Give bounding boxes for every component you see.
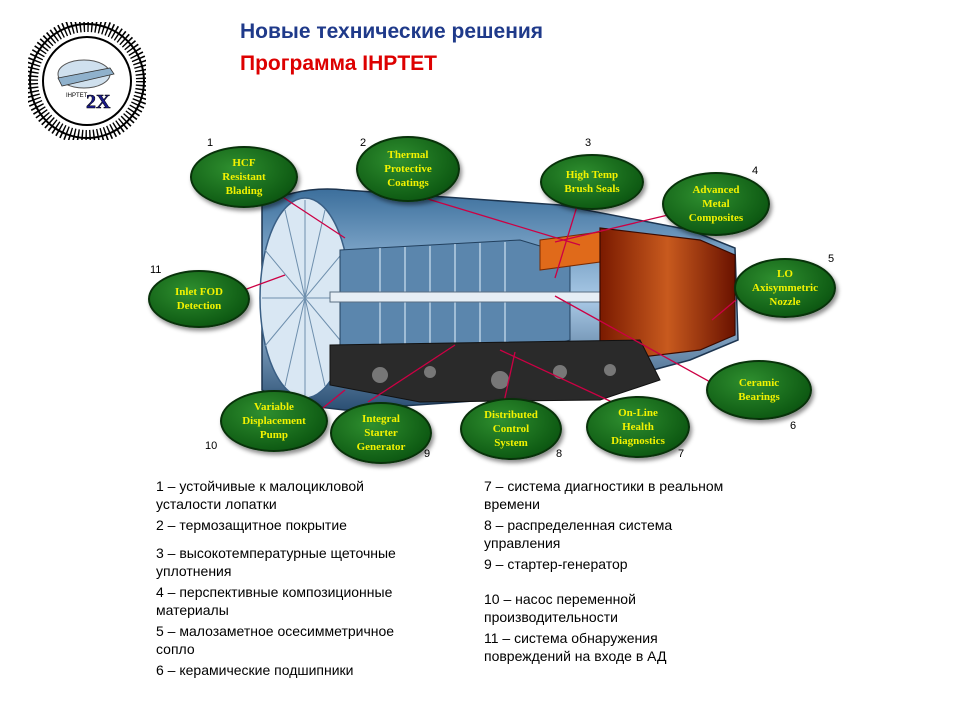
callout-number-6: 6 <box>790 420 797 432</box>
legend-item-10: 10 – насос переменной производительности <box>484 591 636 625</box>
legend-item-9: 9 – стартер-генератор <box>484 556 628 572</box>
legend-item-1: 1 – устойчивые к малоцикловой усталости … <box>156 478 365 512</box>
callout-number-7: 7 <box>678 448 685 460</box>
callout-number-5: 5 <box>828 253 835 265</box>
callout-number-10: 10 <box>205 440 218 452</box>
legend-item-5: 5 – малозаметное осесимметричное сопло <box>156 623 395 657</box>
legend-item-8: 8 – распределенная система управления <box>484 517 673 551</box>
page-title: Новые технические решения <box>240 20 544 43</box>
ihptet-logo: IHPTET 2X <box>28 22 146 140</box>
callout-bubble-6: Ceramic Bearings <box>706 360 812 420</box>
leader-5 <box>711 299 737 321</box>
leader-4 <box>554 214 669 243</box>
callout-number-11: 11 <box>150 264 162 276</box>
callout-number-2: 2 <box>360 137 367 149</box>
callout-number-4: 4 <box>752 165 759 177</box>
callout-bubble-4: Advanced Metal Composites <box>662 172 770 236</box>
legend-item-11: 11 – система обнаружения повреждений на … <box>484 630 667 664</box>
leader-11 <box>243 274 286 291</box>
legend-left: 1 – устойчивые к малоцикловой усталости … <box>156 477 446 682</box>
engine-shaft <box>329 291 631 303</box>
callout-bubble-9: Integral Starter Generator <box>330 402 432 464</box>
leader-7 <box>499 349 613 403</box>
legend-item-4: 4 – перспективные композиционные материа… <box>156 584 393 618</box>
legend-item-2: 2 – термозащитное покрытие <box>156 517 347 533</box>
leader-6 <box>554 295 713 384</box>
callout-bubble-1: HCF Resistant Blading <box>190 146 298 208</box>
svg-text:IHPTET: IHPTET <box>66 93 88 99</box>
callout-bubble-10: Variable Displacement Pump <box>220 390 328 452</box>
callout-number-9: 9 <box>424 448 431 460</box>
engine-cutaway-diagram <box>243 188 739 413</box>
callout-bubble-3: High Temp Brush Seals <box>540 154 644 210</box>
callout-bubble-7: On-Line Health Diagnostics <box>586 396 690 458</box>
legend-right: 7 – система диагностики в реальном време… <box>484 477 784 668</box>
leader-1 <box>271 189 346 239</box>
svg-text:2X: 2X <box>86 91 111 113</box>
legend-item-7: 7 – система диагностики в реальном време… <box>484 478 724 512</box>
callout-bubble-5: LO Axisymmetric Nozzle <box>734 258 836 318</box>
callout-bubble-2: Thermal Protective Coatings <box>356 136 460 202</box>
leader-8 <box>503 351 516 403</box>
callout-number-8: 8 <box>556 448 563 460</box>
callout-number-1: 1 <box>207 137 214 149</box>
callout-bubble-8: Distributed Control System <box>460 398 562 460</box>
callout-bubble-11: Inlet FOD Detection <box>148 270 250 328</box>
leader-9 <box>367 344 456 403</box>
page-subtitle: Программа IHPTET <box>240 52 437 75</box>
legend-item-3: 3 – высокотемпературные щеточные уплотне… <box>156 545 396 579</box>
legend-item-6: 6 – керамические подшипники <box>156 662 354 678</box>
callout-number-3: 3 <box>585 137 592 149</box>
